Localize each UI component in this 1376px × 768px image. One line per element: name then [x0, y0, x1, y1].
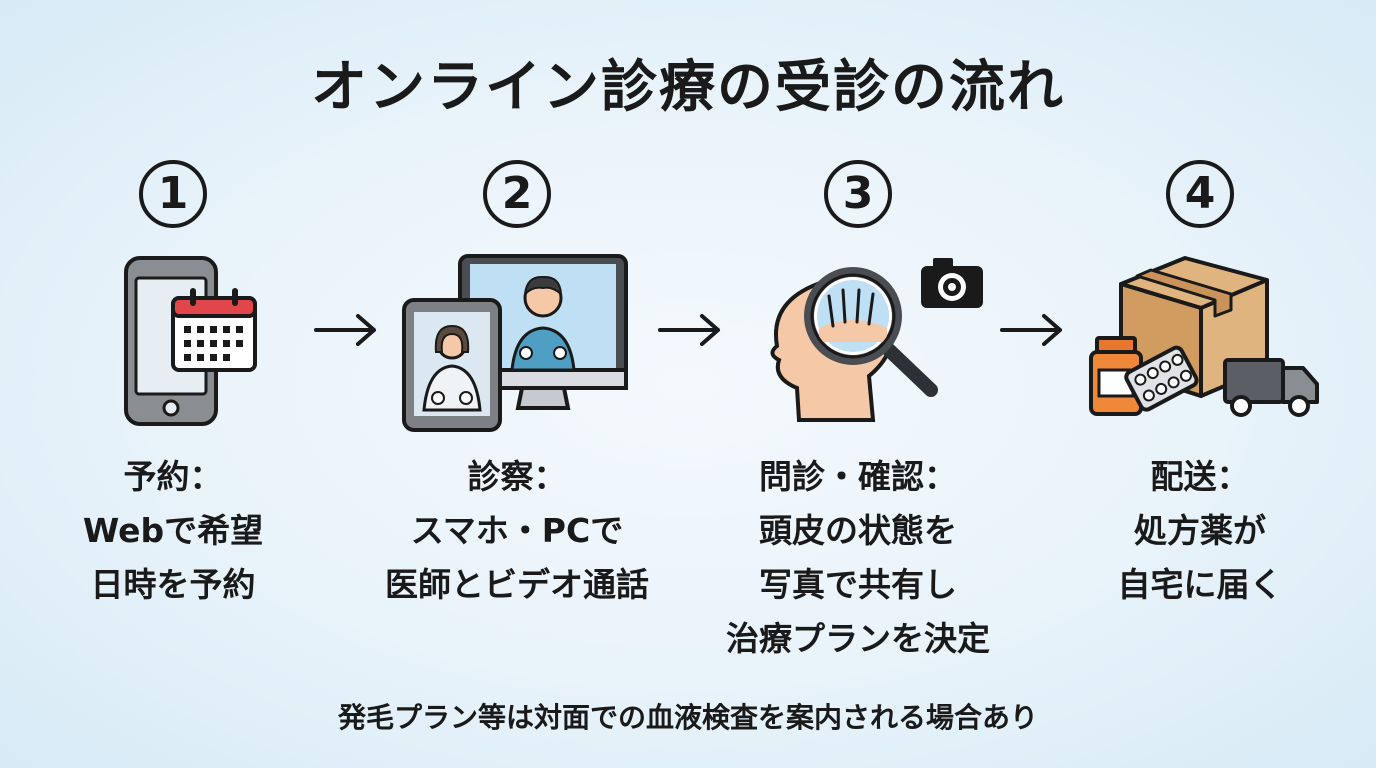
step-3-line-1: 頭皮の状態を [759, 511, 957, 550]
step-2-label: 診察： スマホ・PCで 医師とビデオ通話 [352, 450, 682, 612]
video-call-icon [402, 254, 628, 432]
step-number-2: 2 [483, 160, 551, 228]
step-3-line-2: 写真で共有し [759, 565, 957, 604]
step-4-line-2: 自宅に届く [1117, 565, 1283, 604]
step-3-label: 問診・確認： 頭皮の状態を 写真で共有し 治療プランを決定 [693, 450, 1023, 666]
arrow-right-icon [658, 314, 720, 346]
medicine-delivery-icon [1089, 256, 1319, 417]
scalp-magnifier-camera-icon [770, 258, 983, 422]
step-3-heading: 問診・確認： [759, 457, 957, 496]
step-1: 1 予約： Webで希望 日時を予約 [8, 160, 338, 604]
arrow-right-icon [1000, 314, 1062, 346]
smartphone-calendar-icon [124, 256, 257, 426]
step-2-line-2: 医師とビデオ通話 [385, 565, 649, 604]
page-title: オンライン診療の受診の流れ [311, 55, 1065, 120]
step-1-line-2: 日時を予約 [90, 565, 256, 604]
step-4-line-1: 処方薬が [1134, 511, 1266, 550]
step-1-heading: 予約： [123, 457, 223, 496]
arrow-right-icon [314, 314, 376, 346]
step-3: 3 問診・確認： 頭皮の状態を 写真で共有し 治療プランを決定 [693, 160, 1023, 658]
step-2-heading: 診察： [467, 457, 567, 496]
footnote: 発毛プラン等は対面での血液検査を案内される場合あり [337, 701, 1038, 734]
step-4-heading: 配送： [1150, 457, 1250, 496]
step-3-line-3: 治療プランを決定 [726, 619, 990, 658]
step-4-label: 配送： 処方薬が 自宅に届く [1035, 450, 1365, 612]
step-number-1: 1 [139, 160, 207, 228]
step-2-line-1: スマホ・PCで [410, 511, 624, 550]
step-number-4: 4 [1166, 160, 1234, 228]
step-2: 2 診察： スマホ・PCで 医師とビデオ通話 [352, 160, 682, 604]
step-1-label: 予約： Webで希望 日時を予約 [8, 450, 338, 612]
step-4: 4 配送： 処方薬が 自宅に届く [1035, 160, 1365, 604]
step-number-3: 3 [824, 160, 892, 228]
step-1-line-1: Webで希望 [82, 511, 264, 550]
